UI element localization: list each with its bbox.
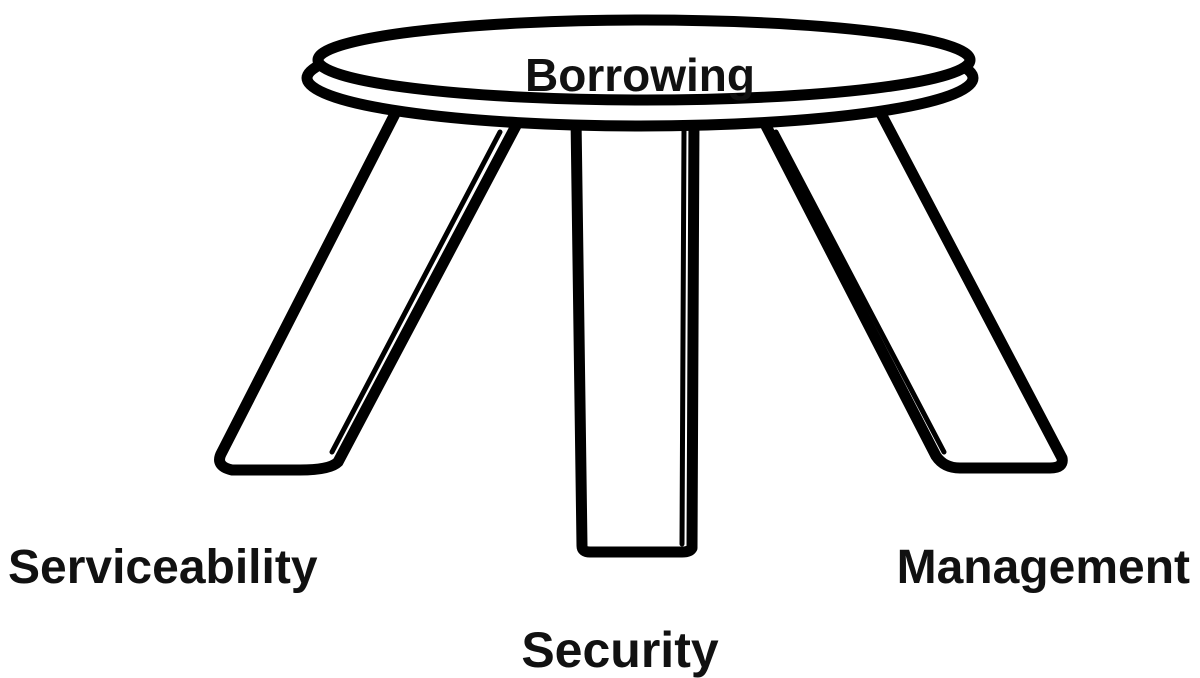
- leg-label-left: Serviceability: [8, 541, 318, 594]
- stool-leg-left: [214, 102, 524, 476]
- stool-seat-top: [312, 14, 976, 106]
- stool-leg-right-highlight: [773, 129, 947, 455]
- stool-leg-center: [570, 112, 700, 558]
- stool-leg-right: [758, 102, 1068, 474]
- seat-label: Borrowing: [525, 49, 755, 101]
- stool-leg-left-highlight: [329, 129, 503, 455]
- leg-label-right: Management: [896, 541, 1190, 594]
- stool-leg-center-highlight: [679, 127, 687, 547]
- leg-label-center: Security: [521, 622, 719, 678]
